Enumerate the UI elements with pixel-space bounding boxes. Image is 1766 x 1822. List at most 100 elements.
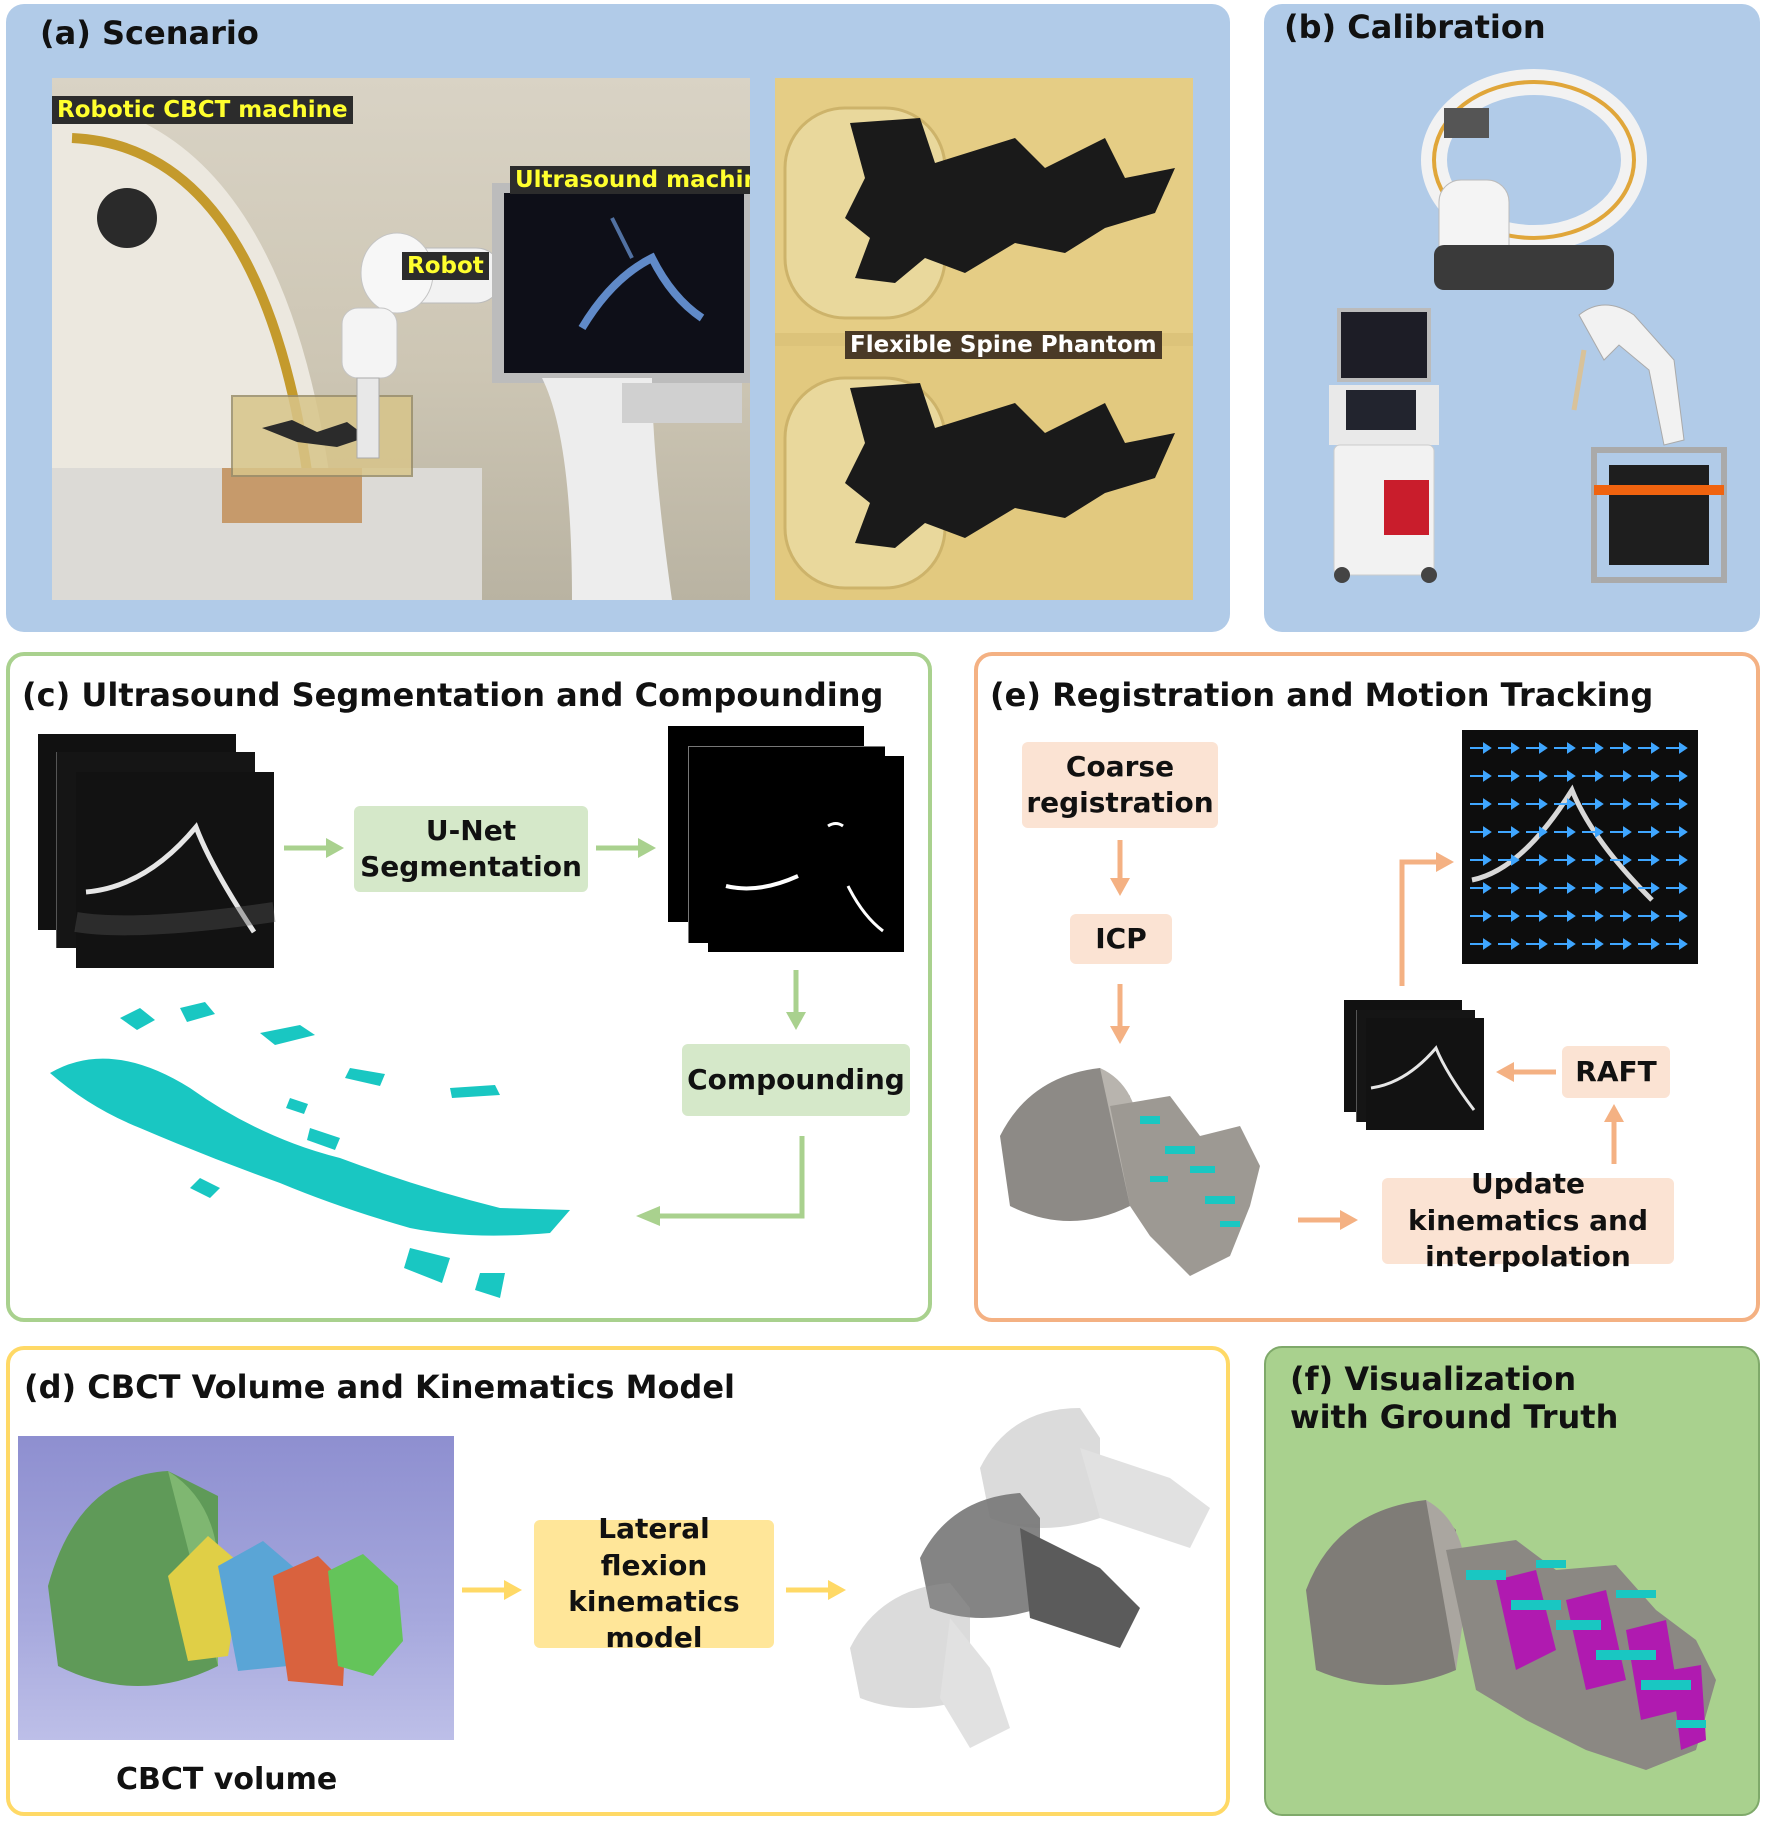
ground-truth-visualization: [1306, 1500, 1716, 1770]
arrow-to-kinematics: [462, 1580, 522, 1600]
flow-arrow-head: [1651, 910, 1660, 922]
flow-arrow-head: [1539, 854, 1548, 866]
cbct-volume-render: [18, 1436, 454, 1740]
flow-arrow-head: [1679, 854, 1688, 866]
flow-arrow-head: [1595, 826, 1604, 838]
flow-arrow-head: [1679, 742, 1688, 754]
flow-arrow-head: [1651, 798, 1660, 810]
flow-arrow-head: [1595, 770, 1604, 782]
flow-arrow-head: [1539, 770, 1548, 782]
optical-flow-field: [1462, 730, 1698, 964]
flow-arrow-head: [1511, 938, 1520, 950]
flow-arrow-head: [1511, 854, 1520, 866]
flow-arrow-head: [1623, 798, 1632, 810]
panel-b-title: (b) Calibration: [1284, 8, 1546, 46]
flow-arrow-head: [1483, 882, 1492, 894]
arrow-to-unet: [284, 838, 344, 858]
flow-arrow-head: [1539, 910, 1548, 922]
cbct-volume-label: CBCT volume: [116, 1762, 338, 1797]
label-ultrasound-machine: Ultrasound machine: [510, 166, 750, 194]
arrow-to-registered-model: [1110, 984, 1130, 1044]
flow-arrow-head: [1511, 910, 1520, 922]
update-kinematics-box: Update kinematics and interpolation: [1382, 1167, 1674, 1273]
flow-arrow-head: [1483, 742, 1492, 754]
flow-arrow-head: [1651, 826, 1660, 838]
unet-segmentation-box: U-Net Segmentation: [354, 806, 588, 892]
compounding-box: Compounding: [682, 1044, 910, 1116]
lab-photo: Robotic CBCT machine Ultrasound machine …: [52, 78, 750, 600]
flow-arrow-head: [1567, 882, 1576, 894]
arrow-to-compounding: [786, 970, 806, 1030]
flow-arrow-head: [1511, 798, 1520, 810]
arrow-to-mask: [596, 838, 656, 858]
arrow-to-update: [1298, 1210, 1358, 1230]
flow-arrow-head: [1483, 938, 1492, 950]
flow-arrow-head: [1623, 770, 1632, 782]
compounded-point-cloud: [50, 1002, 570, 1298]
flow-arrow-head: [1595, 882, 1604, 894]
flow-arrow-head: [1595, 910, 1604, 922]
flow-arrow-head: [1567, 854, 1576, 866]
flow-arrow-head: [1679, 938, 1688, 950]
flow-arrow-head: [1651, 854, 1660, 866]
flow-arrow-head: [1623, 882, 1632, 894]
coarse-registration-box: Coarse registration: [1022, 742, 1218, 828]
segmentation-mask-stack: [668, 726, 904, 952]
arrow-to-flow-field: [1399, 852, 1454, 986]
kinematic-poses: [850, 1408, 1210, 1748]
flow-arrow-head: [1483, 798, 1492, 810]
flow-arrow-head: [1483, 854, 1492, 866]
flow-arrow-head: [1595, 854, 1604, 866]
flow-arrow-head: [1679, 798, 1688, 810]
label-flexible-spine-phantom: Flexible Spine Phantom: [845, 331, 1162, 359]
raft-box: RAFT: [1562, 1046, 1670, 1098]
flow-arrow-head: [1623, 938, 1632, 950]
flow-arrow-head: [1483, 826, 1492, 838]
arrow-from-compounding: [636, 1136, 805, 1226]
flow-arrow-head: [1651, 742, 1660, 754]
flow-arrow-head: [1567, 938, 1576, 950]
tracked-ultrasound-stack: [1344, 1000, 1484, 1130]
flow-arrow-head: [1539, 798, 1548, 810]
flow-arrow-head: [1623, 910, 1632, 922]
flow-arrow-head: [1483, 910, 1492, 922]
flow-arrow-head: [1623, 854, 1632, 866]
flow-arrow-head: [1567, 798, 1576, 810]
arrow-to-raft: [1604, 1104, 1624, 1164]
lab-scene: [52, 98, 750, 600]
flow-arrow-head: [1623, 742, 1632, 754]
flow-arrow-head: [1679, 910, 1688, 922]
panel-d-title: (d) CBCT Volume and Kinematics Model: [24, 1368, 735, 1406]
flow-arrow-head: [1651, 938, 1660, 950]
flow-arrow-head: [1511, 882, 1520, 894]
flow-arrow-head: [1511, 826, 1520, 838]
flow-arrow-head: [1595, 742, 1604, 754]
ultrasound-stack: [38, 734, 276, 968]
panel-a-title: (a) Scenario: [40, 14, 259, 52]
flow-arrow-head: [1511, 742, 1520, 754]
flow-arrow-head: [1567, 770, 1576, 782]
icp-box: ICP: [1070, 914, 1172, 964]
flow-arrow-head: [1539, 938, 1548, 950]
arrow-to-kinematic-poses: [786, 1580, 846, 1600]
phantom-scene: [775, 78, 1193, 600]
panel-f-title: (f) Visualization with Ground Truth: [1290, 1360, 1619, 1437]
flow-arrow-head: [1595, 798, 1604, 810]
flow-arrow-head: [1595, 938, 1604, 950]
label-cbct-machine: Robotic CBCT machine: [52, 96, 353, 124]
flow-arrow-head: [1483, 770, 1492, 782]
flow-arrow-head: [1651, 882, 1660, 894]
flow-arrow-head: [1567, 826, 1576, 838]
phantom-photo: Flexible Spine Phantom: [775, 78, 1193, 600]
flow-arrow-head: [1539, 826, 1548, 838]
flow-arrow-head: [1679, 770, 1688, 782]
calibration-equipment: [1329, 69, 1727, 583]
flow-arrow-head: [1567, 742, 1576, 754]
arrow-to-icp: [1110, 840, 1130, 896]
flow-arrow-head: [1651, 770, 1660, 782]
flow-arrow-head: [1679, 826, 1688, 838]
flow-arrow-head: [1539, 742, 1548, 754]
flow-arrow-head: [1679, 882, 1688, 894]
flow-arrow-head: [1567, 910, 1576, 922]
lateral-flexion-box: Lateral flexion kinematics model: [534, 1512, 774, 1654]
